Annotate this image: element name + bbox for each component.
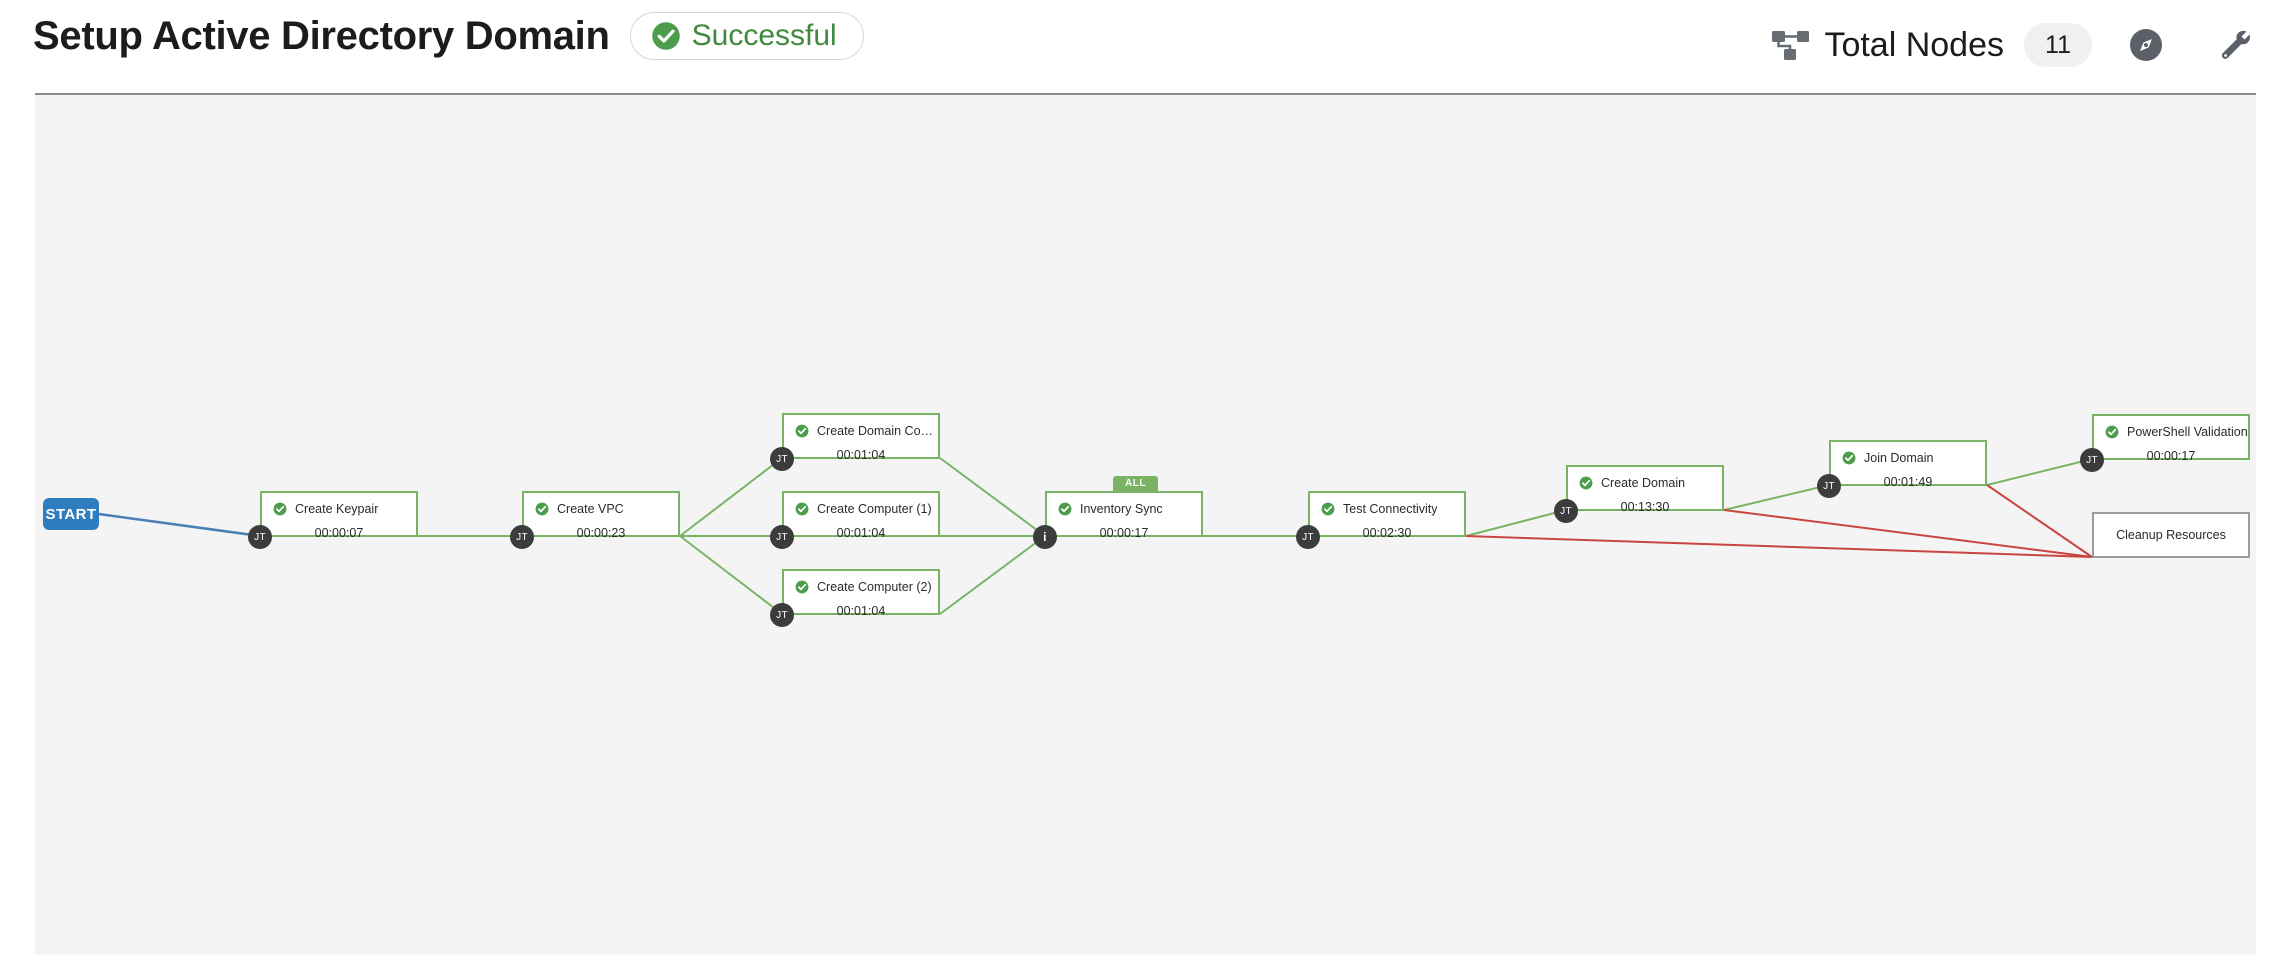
workflow-node-create-computer-2[interactable]: Create Computer (2) 00:01:04 xyxy=(782,569,940,618)
node-all-tag: ALL xyxy=(1113,476,1158,492)
node-avatar[interactable]: JT xyxy=(770,525,794,549)
node-name: Create Domain xyxy=(1601,476,1686,490)
edge-create-vpc-to-create-computer-2 xyxy=(679,535,783,615)
title-block: Setup Active Directory Domain Successful xyxy=(33,12,864,60)
node-elapsed-time: 00:01:04 xyxy=(836,604,886,618)
edge-create-domain-controller-to-inventory-sync xyxy=(939,457,1046,537)
start-node[interactable]: START xyxy=(43,498,99,530)
node-title-row: PowerShell Validation xyxy=(2094,416,2248,439)
node-avatar[interactable]: JT xyxy=(1554,499,1578,523)
node-avatar[interactable]: JT xyxy=(770,447,794,471)
check-circle-icon xyxy=(651,22,680,50)
header-divider xyxy=(35,93,2256,95)
check-circle-icon xyxy=(1579,476,1593,490)
node-elapsed-time: 00:01:49 xyxy=(1883,475,1933,489)
node-elapsed-time: 00:00:07 xyxy=(314,526,364,540)
edge-test-connectivity-to-create-domain xyxy=(1465,509,1567,537)
node-name: Test Connectivity xyxy=(1343,502,1438,516)
total-nodes-label: Total Nodes xyxy=(1824,25,2004,64)
node-name: Create Computer (1) xyxy=(817,502,932,516)
node-elapsed-time: 00:13:30 xyxy=(1620,500,1670,514)
edge-create-computer-2-to-inventory-sync xyxy=(939,535,1046,615)
node-elapsed-time: 00:00:23 xyxy=(576,526,626,540)
edge-test-connectivity-to-cleanup-resources xyxy=(1465,535,2093,558)
workflow-node-cleanup-resources[interactable]: Cleanup Resources xyxy=(2092,512,2250,558)
check-circle-icon xyxy=(795,580,809,594)
check-circle-icon xyxy=(2105,425,2119,439)
node-avatar[interactable]: JT xyxy=(510,525,534,549)
check-circle-icon xyxy=(1321,502,1335,516)
node-title-row: Create Computer (1) xyxy=(784,493,938,516)
node-title-row: Test Connectivity xyxy=(1310,493,1464,516)
edge-create-domain-to-cleanup-resources xyxy=(1723,509,2093,558)
node-title-row: Create Computer (2) xyxy=(784,571,938,594)
workflow-node-create-domain[interactable]: Create Domain 00:13:30 xyxy=(1566,465,1724,514)
node-title-row: Create Keypair xyxy=(262,493,416,516)
node-title-row: Join Domain xyxy=(1831,442,1985,465)
node-name: Create Keypair xyxy=(295,502,379,516)
node-name: Create Computer (2) xyxy=(817,580,932,594)
node-avatar[interactable]: JT xyxy=(1296,525,1320,549)
node-avatar[interactable]: JT xyxy=(2080,448,2104,472)
node-title-row: Create VPC xyxy=(524,493,678,516)
start-node-label: START xyxy=(45,505,97,523)
edge-create-vpc-to-create-domain-controller xyxy=(679,457,783,537)
node-name: Create Domain Contr... xyxy=(817,424,938,438)
workflow-node-create-computer-1[interactable]: Create Computer (1) 00:01:04 xyxy=(782,491,940,540)
node-tree-icon xyxy=(1768,25,1814,65)
check-circle-icon xyxy=(795,502,809,516)
node-name: PowerShell Validation xyxy=(2127,425,2248,439)
workflow-node-create-keypair[interactable]: Create Keypair 00:00:07 xyxy=(260,491,418,540)
node-title-row: Create Domain Contr... xyxy=(784,415,938,438)
workflow-node-create-domain-controller[interactable]: Create Domain Contr... 00:01:04 xyxy=(782,413,940,462)
workflow-node-test-connectivity[interactable]: Test Connectivity 00:02:30 xyxy=(1308,491,1466,540)
check-circle-icon xyxy=(1058,502,1072,516)
status-label: Successful xyxy=(691,19,837,52)
check-circle-icon xyxy=(795,424,809,438)
node-elapsed-time: 00:00:17 xyxy=(1099,526,1149,540)
node-elapsed-time: 00:00:17 xyxy=(2146,449,2196,463)
node-name: Inventory Sync xyxy=(1080,502,1163,516)
page-header: Setup Active Directory Domain Successful xyxy=(0,0,2290,95)
wrench-icon[interactable] xyxy=(2216,25,2256,65)
edge-create-domain-to-join-domain xyxy=(1723,484,1830,511)
node-name: Create VPC xyxy=(557,502,624,516)
node-elapsed-time: 00:02:30 xyxy=(1362,526,1412,540)
node-title-row: Create Domain xyxy=(1568,467,1722,490)
node-elapsed-time: 00:01:04 xyxy=(836,448,886,462)
status-badge: Successful xyxy=(629,12,864,60)
node-avatar[interactable]: JT xyxy=(770,603,794,627)
node-name: Join Domain xyxy=(1864,451,1934,465)
check-circle-icon xyxy=(273,502,287,516)
total-nodes-count-badge: 11 xyxy=(2024,23,2092,67)
node-title-row: Inventory Sync xyxy=(1047,493,1201,516)
compass-icon[interactable] xyxy=(2126,25,2166,65)
edge-start-to-create-keypair xyxy=(98,512,261,538)
workflow-node-inventory-sync[interactable]: Inventory Sync 00:00:17 xyxy=(1045,491,1203,540)
edge-join-domain-to-cleanup-resources xyxy=(1986,484,2093,558)
node-name: Cleanup Resources xyxy=(2116,528,2226,542)
workflow-node-create-vpc[interactable]: Create VPC 00:00:23 xyxy=(522,491,680,540)
node-avatar[interactable]: JT xyxy=(248,525,272,549)
workflow-node-join-domain[interactable]: Join Domain 00:01:49 xyxy=(1829,440,1987,489)
check-circle-icon xyxy=(535,502,549,516)
edge-join-domain-to-powershell-validation xyxy=(1986,458,2093,486)
node-avatar[interactable]: JT xyxy=(1817,474,1841,498)
check-circle-icon xyxy=(1842,451,1856,465)
page-title: Setup Active Directory Domain xyxy=(33,13,610,58)
header-controls: Total Nodes 11 xyxy=(1768,16,2260,74)
node-info-badge[interactable]: i xyxy=(1033,525,1057,549)
node-elapsed-time: 00:01:04 xyxy=(836,526,886,540)
workflow-node-powershell-validation[interactable]: PowerShell Validation 00:00:17 xyxy=(2092,414,2250,463)
